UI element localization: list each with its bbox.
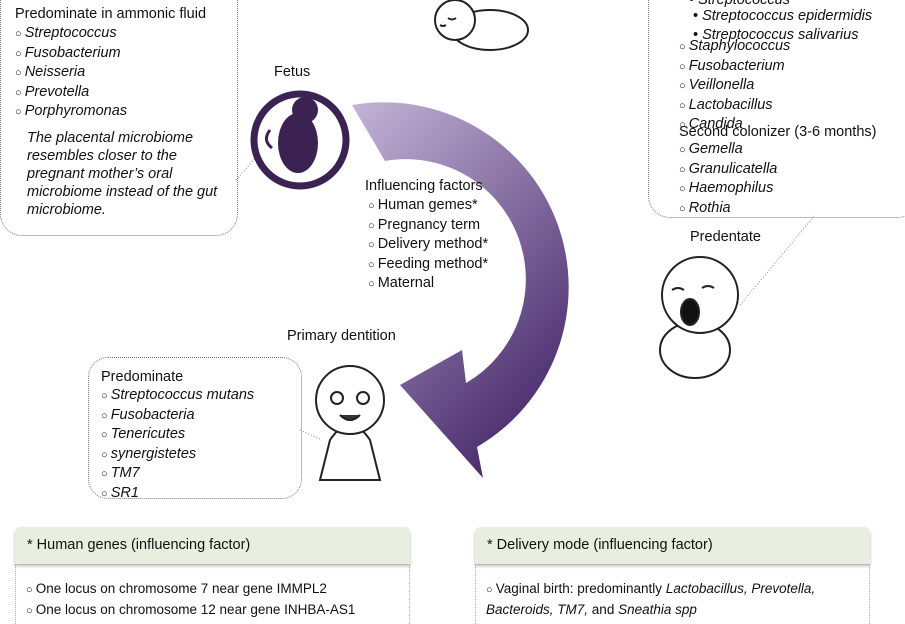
predentate-label: Predentate — [690, 229, 761, 245]
list-item: Rothia — [679, 199, 777, 219]
placental-note: The placental microbiome resembles close… — [27, 130, 218, 218]
human-genes-body: One locus on chromosome 7 near gene IMMP… — [15, 564, 410, 624]
item-text: Vaginal birth: predominantly — [495, 581, 666, 596]
list-item: Prevotella — [15, 83, 127, 103]
diagram-graphics: Microbial diversity increases — [235, 0, 816, 481]
toddler-icon — [315, 365, 385, 481]
fetus-microbiome-box: Predominate in ammonic fluid Streptococc… — [0, 0, 238, 236]
list-item: Gemella — [679, 140, 777, 160]
list-item: Haemophilus — [679, 179, 777, 199]
delivery-mode-header: * Delivery mode (influencing factor) — [475, 527, 870, 564]
list-item: Veillonella — [679, 76, 790, 96]
list-item: Vaginal birth: predominantly Lactobacill… — [486, 579, 859, 619]
primary-list: Streptococcus mutans Fusobacteria Teneri… — [101, 386, 254, 503]
list-item: Tenericutes — [101, 425, 254, 445]
list-item: Streptococcus — [15, 24, 127, 44]
top-item: Streptococcus — [689, 0, 790, 9]
influencing-factors-title: Influencing factors — [365, 178, 483, 194]
fetus-box-title: Predominate in ammonic fluid — [15, 6, 207, 22]
connector-line — [299, 429, 323, 441]
connector-line — [739, 214, 816, 306]
list-item: Fusobacterium — [15, 44, 127, 64]
list-item: Streptococcus mutans — [101, 386, 254, 406]
human-genes-header: * Human genes (influencing factor) — [15, 527, 410, 564]
primary-dentition-label: Primary dentition — [287, 328, 396, 344]
first-colonizer-list: Staphylococcus Fusobacterium Veillonella… — [679, 37, 791, 135]
second-colonizer-title: Second colonizer (3-6 months) — [679, 124, 877, 140]
item-genera: Sneathia spp — [618, 602, 697, 617]
predentate-microbiome-box: Streptococcus Streptococcus epidermidis … — [648, 0, 905, 218]
list-item: synergistetes — [101, 445, 254, 465]
list-item: Lactobacillus — [679, 96, 790, 116]
list-item: Fusobacterium — [679, 57, 790, 77]
fetus-icon — [250, 90, 350, 190]
diversity-arrow — [352, 102, 569, 478]
sleeping-baby-icon — [434, 0, 529, 51]
list-item: Streptococcus epidermidis — [693, 7, 872, 26]
influencing-factors-list: Human gemes* Pregnancy term Delivery met… — [368, 196, 488, 294]
primary-dentition-box: Predominate Streptococcus mutans Fusobac… — [88, 357, 302, 501]
list-item: Maternal — [368, 274, 488, 294]
list-item: Granulicatella — [679, 160, 778, 180]
primary-box-title: Predominate — [101, 369, 184, 385]
list-item: One locus on chromosome 12 near gene INH… — [26, 600, 399, 621]
list-item: Feeding method* — [368, 255, 488, 275]
list-item: Human gemes* — [368, 196, 488, 216]
fetus-label: Fetus — [274, 64, 311, 80]
list-item: Streptococcus — [689, 0, 790, 8]
list-item: Porphyromonas — [15, 102, 127, 122]
list-item: Delivery method* — [368, 235, 488, 255]
second-colonizer-list: Gemella Granulicatella Haemophilus Rothi… — [679, 140, 778, 219]
list-item: Neisseria — [15, 63, 127, 83]
list-item: SR1 — [101, 484, 254, 504]
list-item: Candida — [679, 115, 790, 135]
list-item: Fusobacteria — [101, 406, 254, 426]
item-text: and — [588, 602, 619, 617]
list-item: TM7 — [101, 464, 254, 484]
list-item: Staphylococcus — [679, 37, 791, 57]
crying-baby-icon — [659, 256, 739, 379]
list-item: One locus on chromosome 7 near gene IMMP… — [26, 579, 399, 600]
delivery-mode-body: Vaginal birth: predominantly Lactobacill… — [475, 564, 870, 624]
fetus-list: Streptococcus Fusobacterium Neisseria Pr… — [15, 24, 127, 122]
list-item: Pregnancy term — [368, 216, 488, 236]
